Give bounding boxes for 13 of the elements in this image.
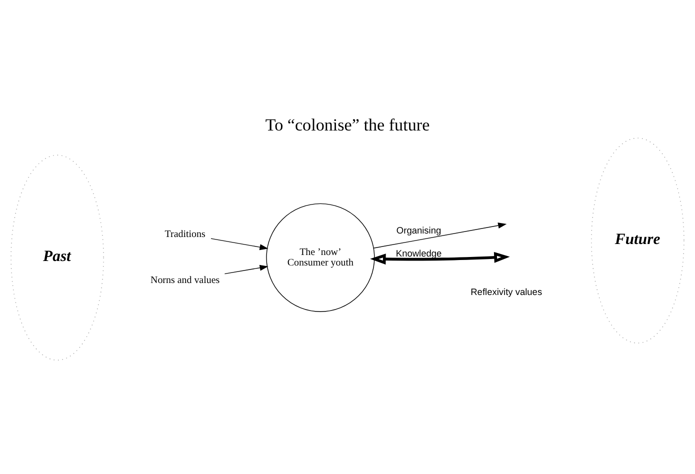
node-circle: The ’now’ Consumer youth [266,203,375,312]
label: Reflexivity values [470,286,542,297]
arrow [373,222,507,248]
arrow [370,252,510,265]
arrow [210,238,268,250]
arrow [224,264,268,274]
node-ellipse: Past [10,154,104,360]
diagram-title: To “colonise” the future [265,115,430,134]
node-text: Traditions [164,228,206,240]
edge-label: Organising [396,226,442,236]
node-text: Norns and values [150,275,220,286]
edge-label: Knowledge [396,248,442,259]
node-ellipse: Future [591,138,684,344]
